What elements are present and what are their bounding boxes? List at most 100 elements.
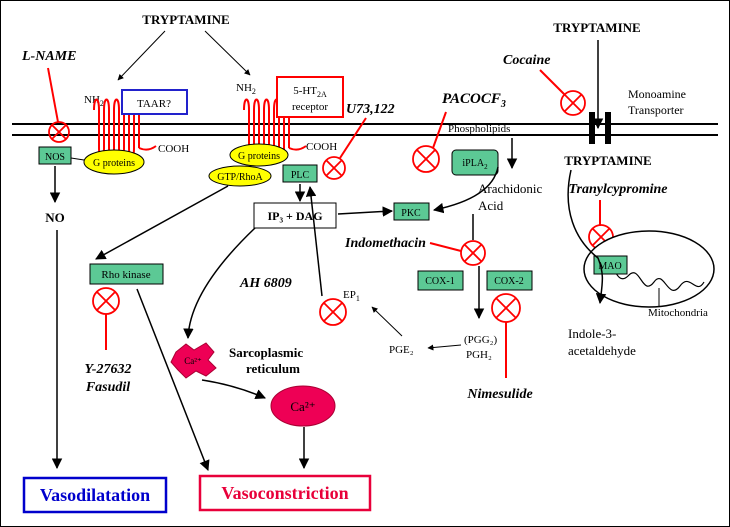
pacocf3-inhibitor-icon — [412, 145, 440, 173]
fasudil-label: Fasudil — [85, 380, 130, 395]
reticulum-label: reticulum — [246, 361, 300, 376]
taar-label: TAAR? — [137, 98, 171, 110]
nh2-label-right: NH2 — [236, 82, 256, 96]
arrow-rhoa-to-rho-kinase — [95, 185, 229, 260]
cox2-label: COX-2 — [494, 276, 523, 287]
phospholipids-label: Phospholipids — [448, 123, 510, 135]
plc-box — [282, 164, 318, 183]
nos-g-link — [70, 157, 85, 161]
cox1-box — [417, 270, 464, 291]
taar-c-tail — [138, 145, 157, 151]
g-proteins-left-label: G proteins — [93, 158, 135, 169]
cocaine-label: Cocaine — [503, 53, 550, 68]
transporter-bar-right — [605, 112, 611, 144]
pgh2-label: PGH₂ — [466, 349, 492, 361]
sarcoplasmic-reticulum-shape — [170, 342, 217, 379]
arrow-pge2-to-ep1 — [371, 306, 403, 337]
pkc-box — [393, 202, 430, 221]
acid-label: Acid — [478, 198, 504, 213]
arrow-tryptamine-to-5ht2a — [204, 30, 251, 76]
transporter-label: Transporter — [628, 103, 684, 117]
y27632-label: Y-27632 — [85, 362, 132, 377]
indole-label: Indole-3- — [568, 326, 616, 341]
transporter-bar-left — [589, 112, 595, 144]
indomethacin-inhibitor-icon — [460, 240, 486, 266]
cooh-label-left: COOH — [158, 143, 189, 155]
cocaine-inhibition-line — [539, 69, 566, 96]
pgg2-label: (PGG₂) — [464, 334, 498, 346]
indomethacin-label: Indomethacin — [344, 236, 426, 251]
gtp-rhoa-label: GTP/RhoA — [217, 172, 263, 183]
acetaldehyde-label: acetaldehyde — [568, 343, 636, 358]
ca-big-label: Ca²⁺ — [290, 399, 315, 414]
monoamine-label: Monoamine — [628, 87, 686, 101]
arrow-tryptamine-to-indole — [567, 169, 607, 305]
l-name-label: L-NAME — [21, 49, 76, 64]
u73122-inhibition-line — [339, 117, 367, 159]
tryptamine-label-left: TRYPTAMINE — [142, 12, 229, 27]
ep1-label: EP1 — [343, 289, 360, 303]
vasodilatation-label: Vasodilatation — [40, 485, 150, 505]
gtp-rhoa-ellipse — [208, 165, 272, 187]
arachidonic-label: Arachidonic — [478, 181, 542, 196]
g-proteins-right — [229, 143, 289, 167]
vasodilatation-box — [22, 476, 168, 514]
pacocf3-label: PACOCF3 — [442, 91, 506, 110]
g-proteins-right-label: G proteins — [238, 151, 280, 162]
5ht2a-box — [276, 76, 344, 118]
u73122-inhibitor-icon — [322, 156, 346, 180]
pkc-label: PKC — [401, 208, 421, 219]
vasoconstriction-box — [198, 474, 372, 512]
mitochondrion-outer — [583, 230, 715, 308]
cox2-box — [486, 270, 533, 291]
cox1-label: COX-1 — [425, 276, 454, 287]
arrow-pgh2-to-pge2 — [427, 344, 462, 351]
g-proteins-left — [83, 149, 145, 175]
rho-kinase-box — [89, 263, 164, 285]
cooh-label-right: COOH — [306, 141, 337, 153]
arrow-rho-kinase-to-vasoconstriction — [136, 288, 210, 471]
nh2-label-left: NH2 — [84, 94, 104, 108]
ipla2-box — [451, 149, 499, 176]
5ht2a-receptor-label: receptor — [292, 101, 328, 113]
pacocf3-inhibition-line — [432, 111, 447, 149]
y27632-inhibitor-icon — [92, 287, 120, 315]
arrow-dag-to-pkc — [337, 206, 394, 217]
nos-label: NOS — [45, 152, 65, 163]
nos-box — [38, 146, 72, 165]
tryptamine-label-right-mid: TRYPTAMINE — [564, 153, 651, 168]
ah6809-inhibitor-icon — [319, 298, 347, 326]
sarcoplasmic-label: Sarcoplasmic — [229, 345, 303, 360]
ah6809-label: AH 6809 — [239, 276, 292, 291]
pge2-label: PGE₂ — [389, 344, 414, 356]
arrow-tryptamine-to-taar — [117, 30, 166, 81]
plc-label: PLC — [291, 170, 310, 181]
tranylcypromine-label: Tranylcypromine — [568, 182, 667, 197]
no-label: NO — [45, 210, 65, 225]
ca-small-label: Ca²⁺ — [184, 356, 202, 366]
vasoconstriction-label: Vasoconstriction — [221, 483, 348, 503]
ip3-dag-label: IP₃ + DAG — [267, 209, 322, 223]
5ht2a-label: 5-HT2A — [293, 85, 327, 99]
ipla2-label: iPLA2 — [462, 158, 488, 171]
l-name-inhibitor-icon — [48, 121, 70, 143]
mao-label: MAO — [598, 261, 621, 272]
5ht2a-c-tail — [288, 145, 307, 151]
ca-ion-ellipse — [270, 385, 336, 427]
nimesulide-label: Nimesulide — [466, 387, 532, 402]
mitochondria-label: Mitochondria — [648, 307, 708, 319]
taar-box — [121, 89, 188, 115]
u73122-label: U73,122 — [346, 102, 395, 117]
l-name-inhibition-line — [47, 67, 59, 123]
rho-kinase-label: Rho kinase — [101, 269, 150, 281]
ip3-dag-box — [253, 202, 337, 229]
arrow-ep1-to-plc — [305, 185, 323, 297]
arrow-ip3-to-sr — [183, 227, 256, 340]
cocaine-inhibitor-icon — [560, 90, 586, 116]
arrow-sr-to-ca — [201, 379, 266, 400]
indomethacin-inhibition-line — [429, 242, 462, 252]
nimesulide-inhibitor-icon — [491, 293, 521, 323]
tryptamine-label-right-top: TRYPTAMINE — [553, 20, 640, 35]
